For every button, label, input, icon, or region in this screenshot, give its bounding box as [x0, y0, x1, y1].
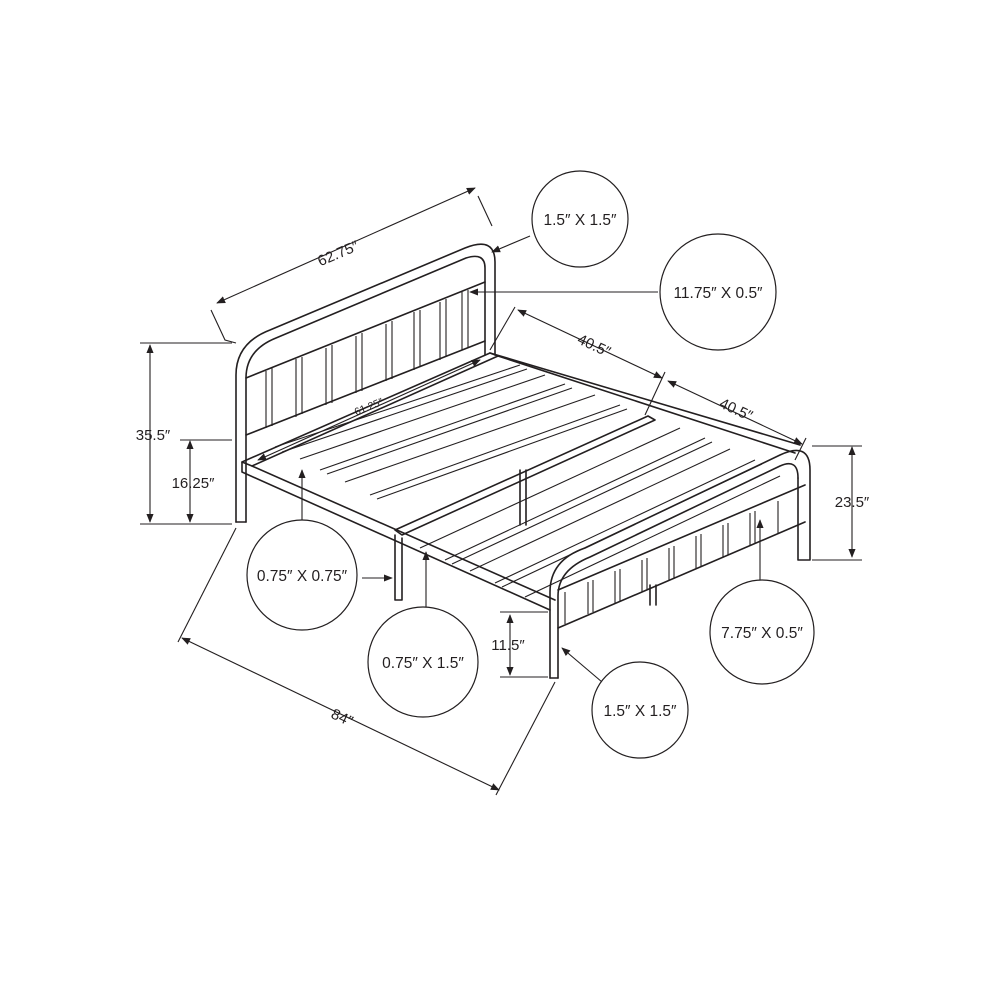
- extension-line: [489, 306, 516, 351]
- extension-line: [177, 527, 237, 643]
- callout-footboard-post: 1.5″ X 1.5″: [591, 661, 689, 759]
- leader-line-headboard-post: [491, 235, 531, 253]
- extension-line: [644, 371, 666, 416]
- callout-label-footboard-panel: 7.75″ X 0.5″: [721, 625, 803, 642]
- callout-headboard-panel: 11.75″ X 0.5″: [659, 233, 777, 351]
- callout-label-headboard-panel: 11.75″ X 0.5″: [673, 285, 763, 302]
- extension-line: [210, 309, 237, 344]
- callout-side-rail: 0.75″ X 0.75″: [246, 519, 358, 631]
- dimension-lines: [140, 187, 862, 796]
- callout-footboard-panel: 7.75″ X 0.5″: [709, 579, 815, 685]
- callout-center-leg: 0.75″ X 1.5″: [367, 606, 479, 718]
- extension-line: [477, 195, 493, 227]
- dim-label-footboard-height: 23.5″: [835, 494, 870, 511]
- dim-label-half-length-b: 40.5″: [717, 395, 756, 425]
- dim-label-overall-length: 84″: [328, 706, 356, 731]
- dimension-line-half-length-a: [517, 309, 663, 379]
- extension-line: [794, 437, 807, 461]
- dimension-line-headboard-width: [216, 187, 476, 304]
- leader-line-footboard-post: [561, 647, 603, 683]
- headboard: [235, 243, 496, 523]
- dimension-line-overall-length: [181, 637, 500, 791]
- dim-label-overall-height: 35.5″: [136, 427, 171, 444]
- dim-label-half-length-a: 40.5″: [575, 331, 614, 361]
- callout-headboard-post: 1.5″ X 1.5″: [531, 170, 629, 268]
- callout-label-center-leg: 0.75″ X 1.5″: [382, 655, 464, 672]
- footboard: [549, 449, 811, 679]
- dimension-line-half-length-b: [667, 380, 803, 445]
- callout-label-side-rail: 0.75″ X 0.75″: [257, 568, 348, 585]
- callout-label-footboard-post: 1.5″ X 1.5″: [603, 703, 677, 720]
- dim-label-headboard-width: 62.75″: [315, 237, 362, 270]
- dim-label-clearance: 11.5″: [491, 637, 525, 654]
- callout-label-headboard-post: 1.5″ X 1.5″: [543, 212, 617, 229]
- extension-line: [495, 681, 556, 796]
- dimension-line-inner-width: [257, 359, 481, 461]
- dim-label-headboard-bottom: 16.25″: [172, 475, 216, 492]
